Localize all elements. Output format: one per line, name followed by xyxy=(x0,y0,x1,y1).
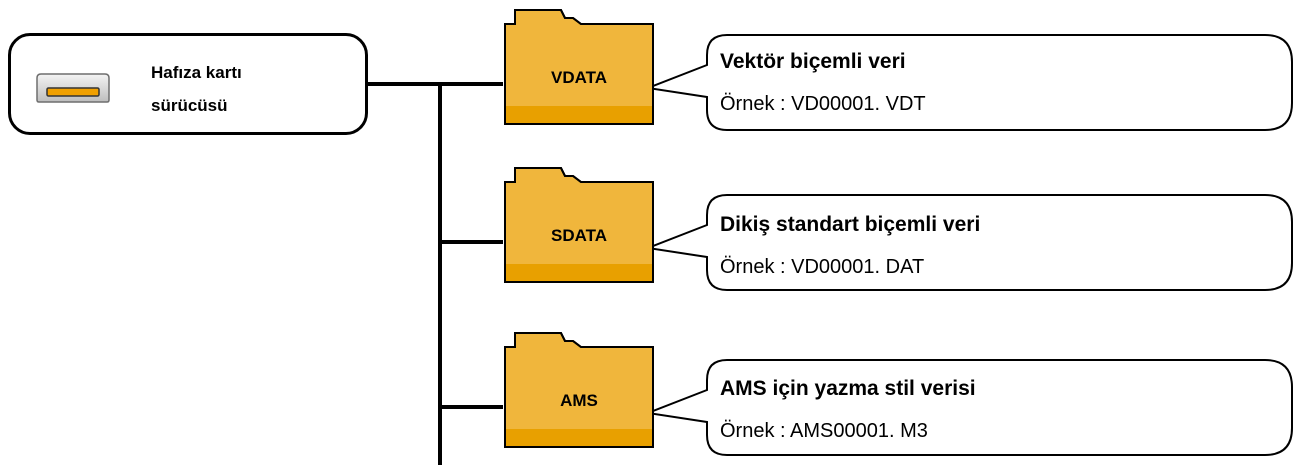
folder-label-ams: AMS xyxy=(560,391,598,410)
callout-example-sdata: Örnek : VD00001. DAT xyxy=(720,256,925,278)
folder-label-vdata: VDATA xyxy=(550,68,608,87)
callout-example-ams: Örnek : AMS00001. M3 xyxy=(720,420,928,442)
drive-label-line2: sürücüsü xyxy=(151,96,228,115)
callout-title-vdata: Vektör biçemli veri xyxy=(720,50,906,73)
callout-example-vdata: Örnek : VD00001. VDT xyxy=(720,93,926,115)
folder-icon xyxy=(504,332,654,448)
drive-label: Hafıza kartı sürücüsü xyxy=(151,56,242,122)
callout-title-ams: AMS için yazma stil verisi xyxy=(720,377,976,400)
callout-bubble-vdata xyxy=(644,34,1293,131)
callout-bubble-sdata xyxy=(644,194,1293,291)
drive-label-line1: Hafıza kartı xyxy=(151,63,242,82)
callout-title-sdata: Dikiş standart biçemli veri xyxy=(720,213,981,236)
folder-label-sdata: SDATA xyxy=(550,226,608,245)
folder-ams[interactable]: AMS xyxy=(503,329,655,449)
folder-icon xyxy=(504,167,654,283)
folder-icon xyxy=(504,9,654,125)
folder-sdata[interactable]: SDATA xyxy=(503,164,655,284)
memory-card-drive-box: Hafıza kartı sürücüsü xyxy=(8,33,368,135)
callout-bubble-ams xyxy=(644,359,1293,456)
memory-card-slot-icon xyxy=(36,73,110,103)
folder-vdata[interactable]: VDATA xyxy=(503,6,655,126)
